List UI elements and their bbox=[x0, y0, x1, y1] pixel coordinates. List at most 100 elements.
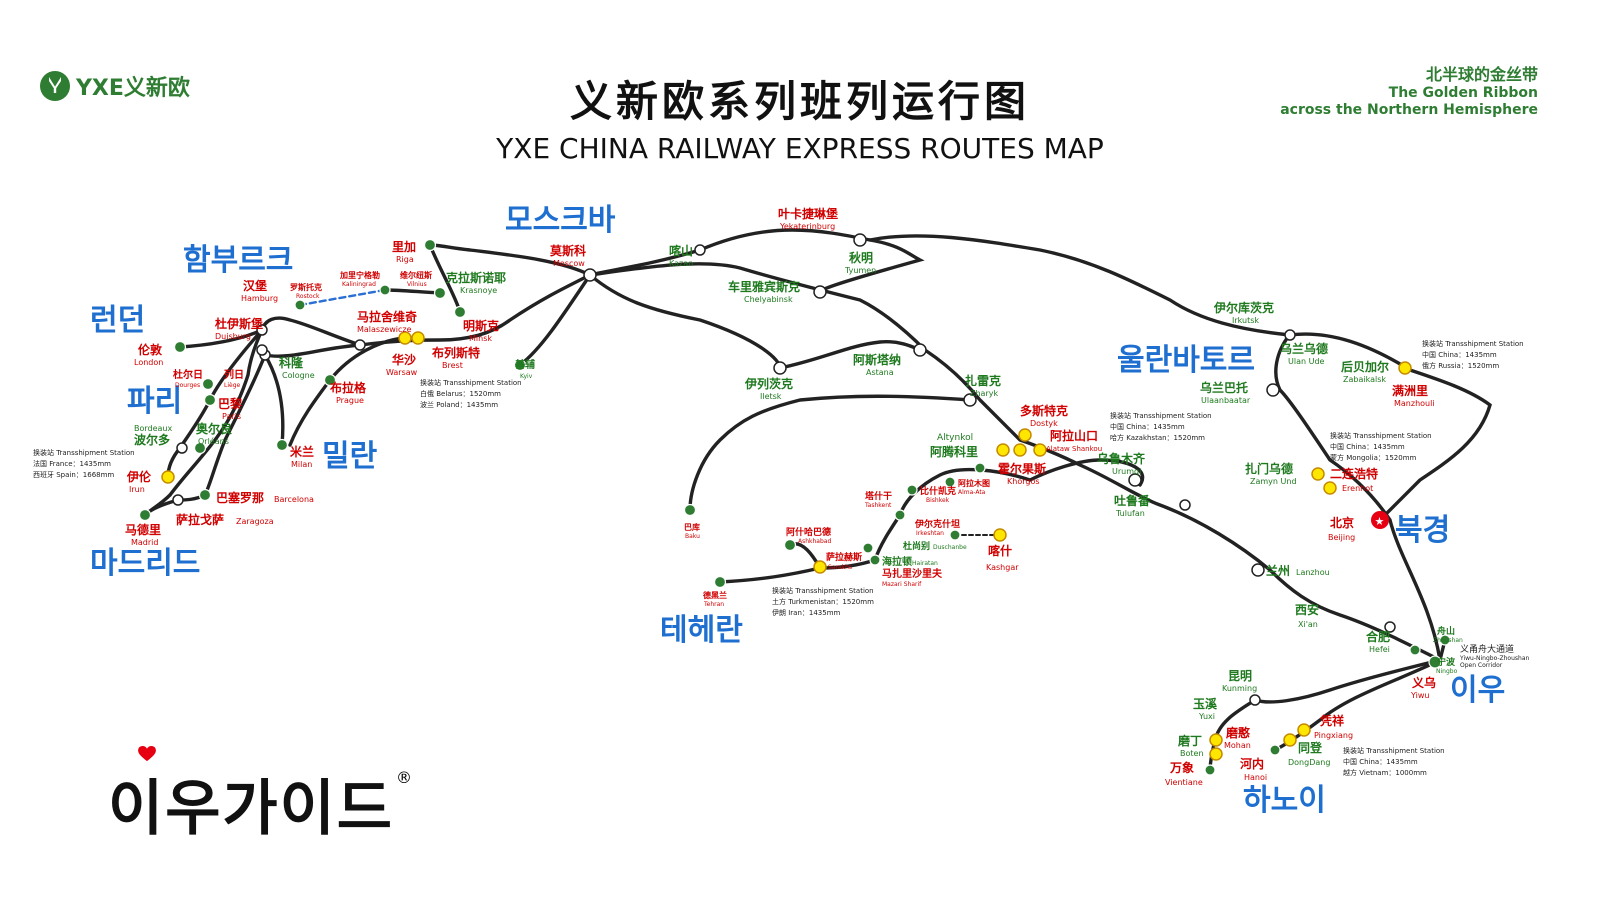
ko-london: 런던 bbox=[90, 303, 145, 338]
label-rostock-cn: 罗斯托克 bbox=[290, 282, 322, 292]
label-almaata-en: Alma-Ata bbox=[958, 489, 986, 496]
yxe-logo-text: YXE义新欧 bbox=[76, 76, 190, 101]
note-manzhouli-2: 中国 China：1435mm bbox=[1422, 350, 1497, 359]
label-rostock-en: Rostock bbox=[296, 293, 320, 300]
label-kyiv-cn: 基辅 bbox=[514, 358, 535, 371]
yxe-logo: YXE义新欧 bbox=[40, 70, 190, 102]
yxe-logo-icon bbox=[40, 71, 70, 101]
label-erenhot-cn: 二连浩特 bbox=[1330, 466, 1378, 481]
label-dongdang-cn: 同登 bbox=[1298, 740, 1323, 755]
note-irun-1: 换装站 Transshipment Station bbox=[33, 448, 135, 457]
label-ashkhabad-en: Ashkhabad bbox=[798, 538, 831, 545]
label-barcelona-cn: 巴塞罗那 bbox=[216, 490, 264, 505]
label-brest-cn: 布列斯特 bbox=[432, 345, 480, 360]
ribbon-cn: 北半球的金丝带 bbox=[1425, 65, 1538, 84]
label-bordeaux-en: Bordeaux bbox=[134, 424, 173, 433]
label-ulaanbaatar-cn: 乌兰巴托 bbox=[1200, 380, 1248, 395]
label-kunming-en: Kunming bbox=[1222, 684, 1257, 693]
svg-text:★: ★ bbox=[1375, 515, 1385, 528]
note-erenhot-2: 中国 China：1435mm bbox=[1330, 442, 1405, 451]
ko-hanoi: 하노이 bbox=[1243, 783, 1326, 818]
label-lanzhou-cn: 兰州 bbox=[1266, 563, 1290, 578]
label-kashgar-cn: 喀什 bbox=[988, 543, 1012, 558]
ko-paris: 파리 bbox=[127, 384, 182, 419]
note-alataw-2: 中国 China：1435mm bbox=[1110, 422, 1185, 431]
note-sarakhs-2: 土方 Turkmenistan：1520mm bbox=[772, 597, 874, 606]
label-cologne-cn: 科隆 bbox=[279, 355, 304, 370]
label-xian-en: Xi'an bbox=[1298, 620, 1318, 629]
label-barcelona-en: Barcelona bbox=[274, 495, 314, 504]
ko-ulaanbaatar: 울란바토르 bbox=[1117, 343, 1255, 378]
label-orleans-cn: 奥尔良 bbox=[196, 421, 232, 436]
label-liege-en: Liège bbox=[224, 382, 241, 389]
note-brest-2: 白俄 Belarus：1520mm bbox=[420, 389, 501, 398]
label-astana-en: Astana bbox=[866, 368, 894, 377]
label-kaliningrad-en: Kaliningrad bbox=[342, 281, 376, 288]
label-iletsk-en: Iletsk bbox=[760, 392, 782, 401]
label-khorgos-en: Khorgos bbox=[1007, 477, 1040, 486]
note-brest-1: 换装站 Transshipment Station bbox=[420, 378, 522, 387]
label-minsk-en: Minsk bbox=[469, 334, 492, 343]
label-almaata-cn: 阿拉木图 bbox=[958, 478, 990, 488]
label-zamynuud-en: Zamyn Und bbox=[1250, 477, 1297, 486]
note-erenhot-1: 换装站 Transshipment Station bbox=[1330, 431, 1432, 440]
label-ningbo-cn: 宁波 bbox=[1437, 656, 1456, 668]
note-manzhouli-1: 换装站 Transshipment Station bbox=[1422, 339, 1524, 348]
label-tashkent-cn: 塔什干 bbox=[865, 490, 892, 502]
label-london-en: London bbox=[134, 358, 163, 367]
label-minsk-cn: 明斯克 bbox=[463, 318, 499, 333]
ko-milan: 밀란 bbox=[322, 439, 378, 474]
city-labels: 莫斯科 Moscow 里加 Riga 克拉斯诺耶 Krasnoye 加里宁格勒 … bbox=[125, 206, 1530, 787]
label-krasnoye-en: Krasnoye bbox=[460, 286, 497, 295]
ko-hamburg: 함부르크 bbox=[183, 243, 293, 278]
label-erenhot-en: Erenhot bbox=[1342, 484, 1373, 493]
yiwu-guide-logo: 이우가이드 ® bbox=[108, 746, 412, 847]
note-sarakhs-1: 换装站 Transshipment Station bbox=[772, 586, 874, 595]
label-irkutsk-en: Irkutsk bbox=[1232, 316, 1259, 325]
label-zabaikalsk-cn: 后贝加尔 bbox=[1341, 359, 1389, 374]
note-pingxiang-1: 换装站 Transshipment Station bbox=[1343, 746, 1445, 755]
label-malaszewicze-en: Malaszewicze bbox=[357, 325, 412, 334]
label-mazari-en: Mazari Sharif bbox=[882, 581, 922, 588]
label-mohan-cn: 磨憨 bbox=[1225, 725, 1251, 740]
ko-moscow: 모스크바 bbox=[505, 203, 616, 238]
heart-icon bbox=[138, 746, 156, 762]
label-zaragoza-cn: 萨拉戈萨 bbox=[176, 512, 224, 527]
page-title-en: YXE CHINA RAILWAY EXPRESS ROUTES MAP bbox=[496, 132, 1104, 165]
label-pingxiang-cn: 凭祥 bbox=[1319, 713, 1344, 728]
label-hamburg-cn: 汉堡 bbox=[243, 278, 267, 293]
label-madrid-en: Madrid bbox=[131, 538, 158, 547]
label-london-cn: 伦敦 bbox=[138, 342, 163, 357]
label-altynkol-cn: 阿腾科里 bbox=[930, 444, 978, 459]
label-ashkhabad-cn: 阿什哈巴德 bbox=[786, 526, 831, 538]
label-bordeaux-cn: 波尔多 bbox=[134, 432, 170, 447]
label-warsaw-en: Warsaw bbox=[386, 368, 418, 377]
label-duisburg-cn: 杜伊斯堡 bbox=[215, 316, 263, 331]
label-xian-cn: 西安 bbox=[1295, 602, 1319, 617]
label-zamynuud-cn: 扎门乌德 bbox=[1245, 461, 1293, 476]
label-dourges-en: Dourges bbox=[175, 382, 200, 389]
label-duisburg-en: Duisburg bbox=[215, 332, 251, 341]
label-beijing-en: Beijing bbox=[1328, 533, 1355, 542]
label-alataw-cn: 阿拉山口 bbox=[1050, 428, 1098, 443]
label-altynkol: Altynkol bbox=[937, 433, 973, 443]
label-beijing-cn: 北京 bbox=[1330, 515, 1354, 530]
label-tehran-cn: 德黑兰 bbox=[703, 590, 727, 600]
label-ulanude-cn: 乌兰乌德 bbox=[1280, 341, 1328, 356]
label-milan-en: Milan bbox=[291, 460, 312, 469]
label-pingxiang-en: Pingxiang bbox=[1314, 731, 1353, 740]
label-mazari-cn: 马扎里沙里夫 bbox=[882, 567, 943, 580]
label-riga-en: Riga bbox=[396, 255, 414, 264]
transshipment-notes: 换装站 Transshipment Station 白俄 Belarus：152… bbox=[33, 339, 1524, 777]
label-lanzhou-en: Lanzhou bbox=[1296, 568, 1330, 577]
label-dourges-cn: 杜尔日 bbox=[173, 368, 203, 381]
label-warsaw-cn: 华沙 bbox=[392, 352, 416, 367]
label-boten-cn: 磨丁 bbox=[1177, 733, 1202, 748]
label-vientiane-en: Vientiane bbox=[1165, 778, 1203, 787]
label-urumqi-en: Urumqi bbox=[1112, 467, 1141, 476]
note-irun-2: 法国 France：1435mm bbox=[33, 459, 111, 468]
label-yekaterinburg-cn: 叶卡捷琳堡 bbox=[778, 206, 838, 221]
label-dostyk-cn: 多斯特克 bbox=[1020, 403, 1068, 418]
label-alataw-en: Alataw Shankou bbox=[1046, 445, 1102, 453]
label-irun-cn: 伊伦 bbox=[126, 469, 152, 484]
